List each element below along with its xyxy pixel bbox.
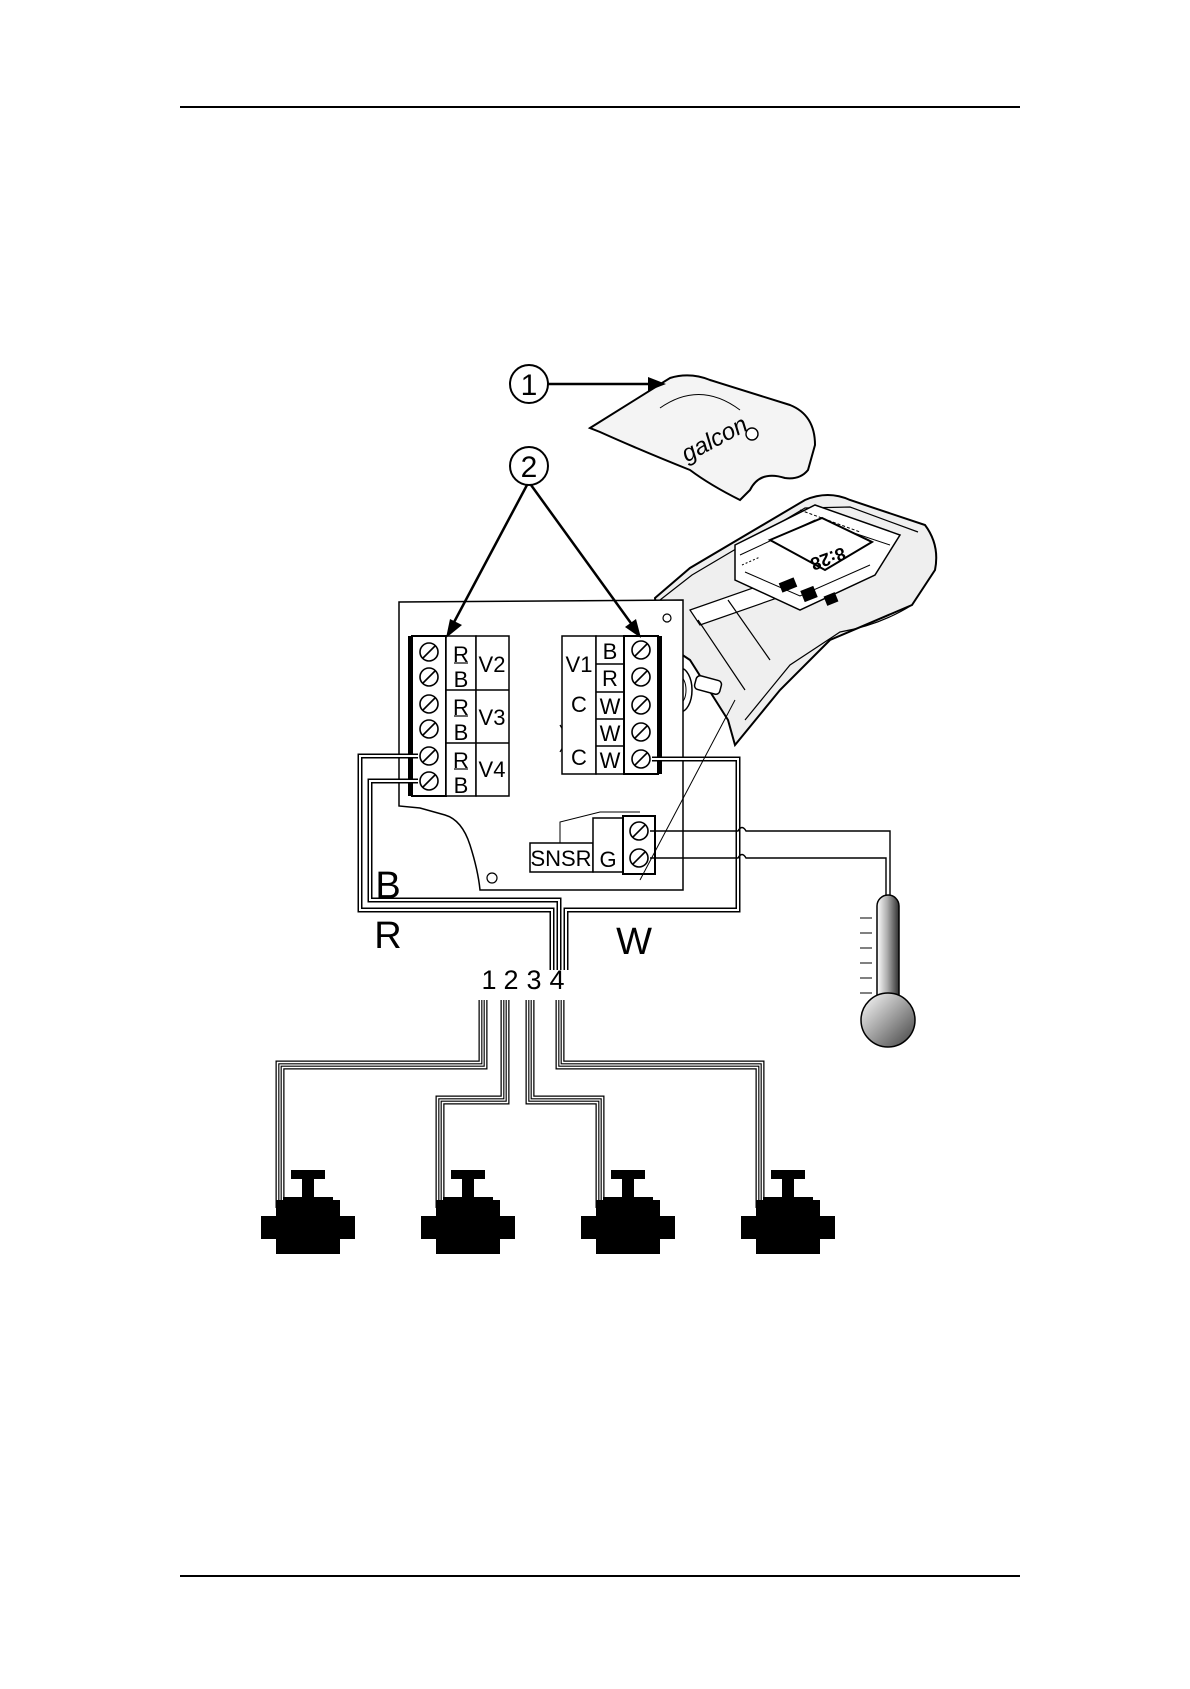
valve-3-icon (581, 1170, 675, 1254)
terminal-letter-left-6: B (454, 773, 469, 798)
wire-label-black: B (375, 865, 400, 907)
valve-cables (280, 1000, 760, 1208)
terminal-letter-left-2: B (454, 667, 469, 692)
terminal-letter-right-4: W (600, 721, 621, 746)
common-label-1: C (571, 692, 587, 717)
terminal-letter-left-1: R (453, 642, 469, 667)
terminal-letter-right-3: W (600, 694, 621, 719)
cable-number-4: 4 (549, 965, 564, 995)
valve-label-v1: V1 (566, 652, 593, 677)
valve-1-icon (261, 1170, 355, 1254)
valve-2-icon (421, 1170, 515, 1254)
terminal-letter-left-5: R (453, 748, 469, 773)
terminal-letter-left-4: B (454, 720, 469, 745)
valve-label-v4: V4 (479, 757, 506, 782)
cable-number-2: 2 (503, 965, 518, 995)
controller-device: 8:28 (655, 495, 936, 745)
sensor-label: SNSR (530, 846, 591, 871)
callout-1-label: 1 (521, 369, 538, 402)
ground-label: G (599, 847, 616, 872)
valve-4-icon (741, 1170, 835, 1254)
terminal-letter-right-5: W (600, 748, 621, 773)
valve-label-v3: V3 (479, 705, 506, 730)
controller-cover: galcon (590, 375, 815, 500)
thermometer-icon (860, 895, 915, 1047)
cable-number-1: 1 (481, 965, 496, 995)
callout-2-label: 2 (521, 451, 538, 484)
wire-label-red: R (374, 915, 401, 957)
terminal-letter-right-1: B (603, 639, 618, 664)
terminal-block-left: R B R B R B V2 V3 V4 (408, 636, 509, 798)
cable-number-3: 3 (526, 965, 541, 995)
common-label-2: C (571, 745, 587, 770)
terminal-letter-right-2: R (602, 666, 618, 691)
valve-label-v2: V2 (479, 652, 506, 677)
terminal-block-right: V1 C C B R W W W (562, 636, 662, 774)
wire-label-white: W (616, 921, 652, 963)
terminal-letter-left-3: R (453, 695, 469, 720)
cable-numbers: 1 2 3 4 (481, 965, 564, 995)
